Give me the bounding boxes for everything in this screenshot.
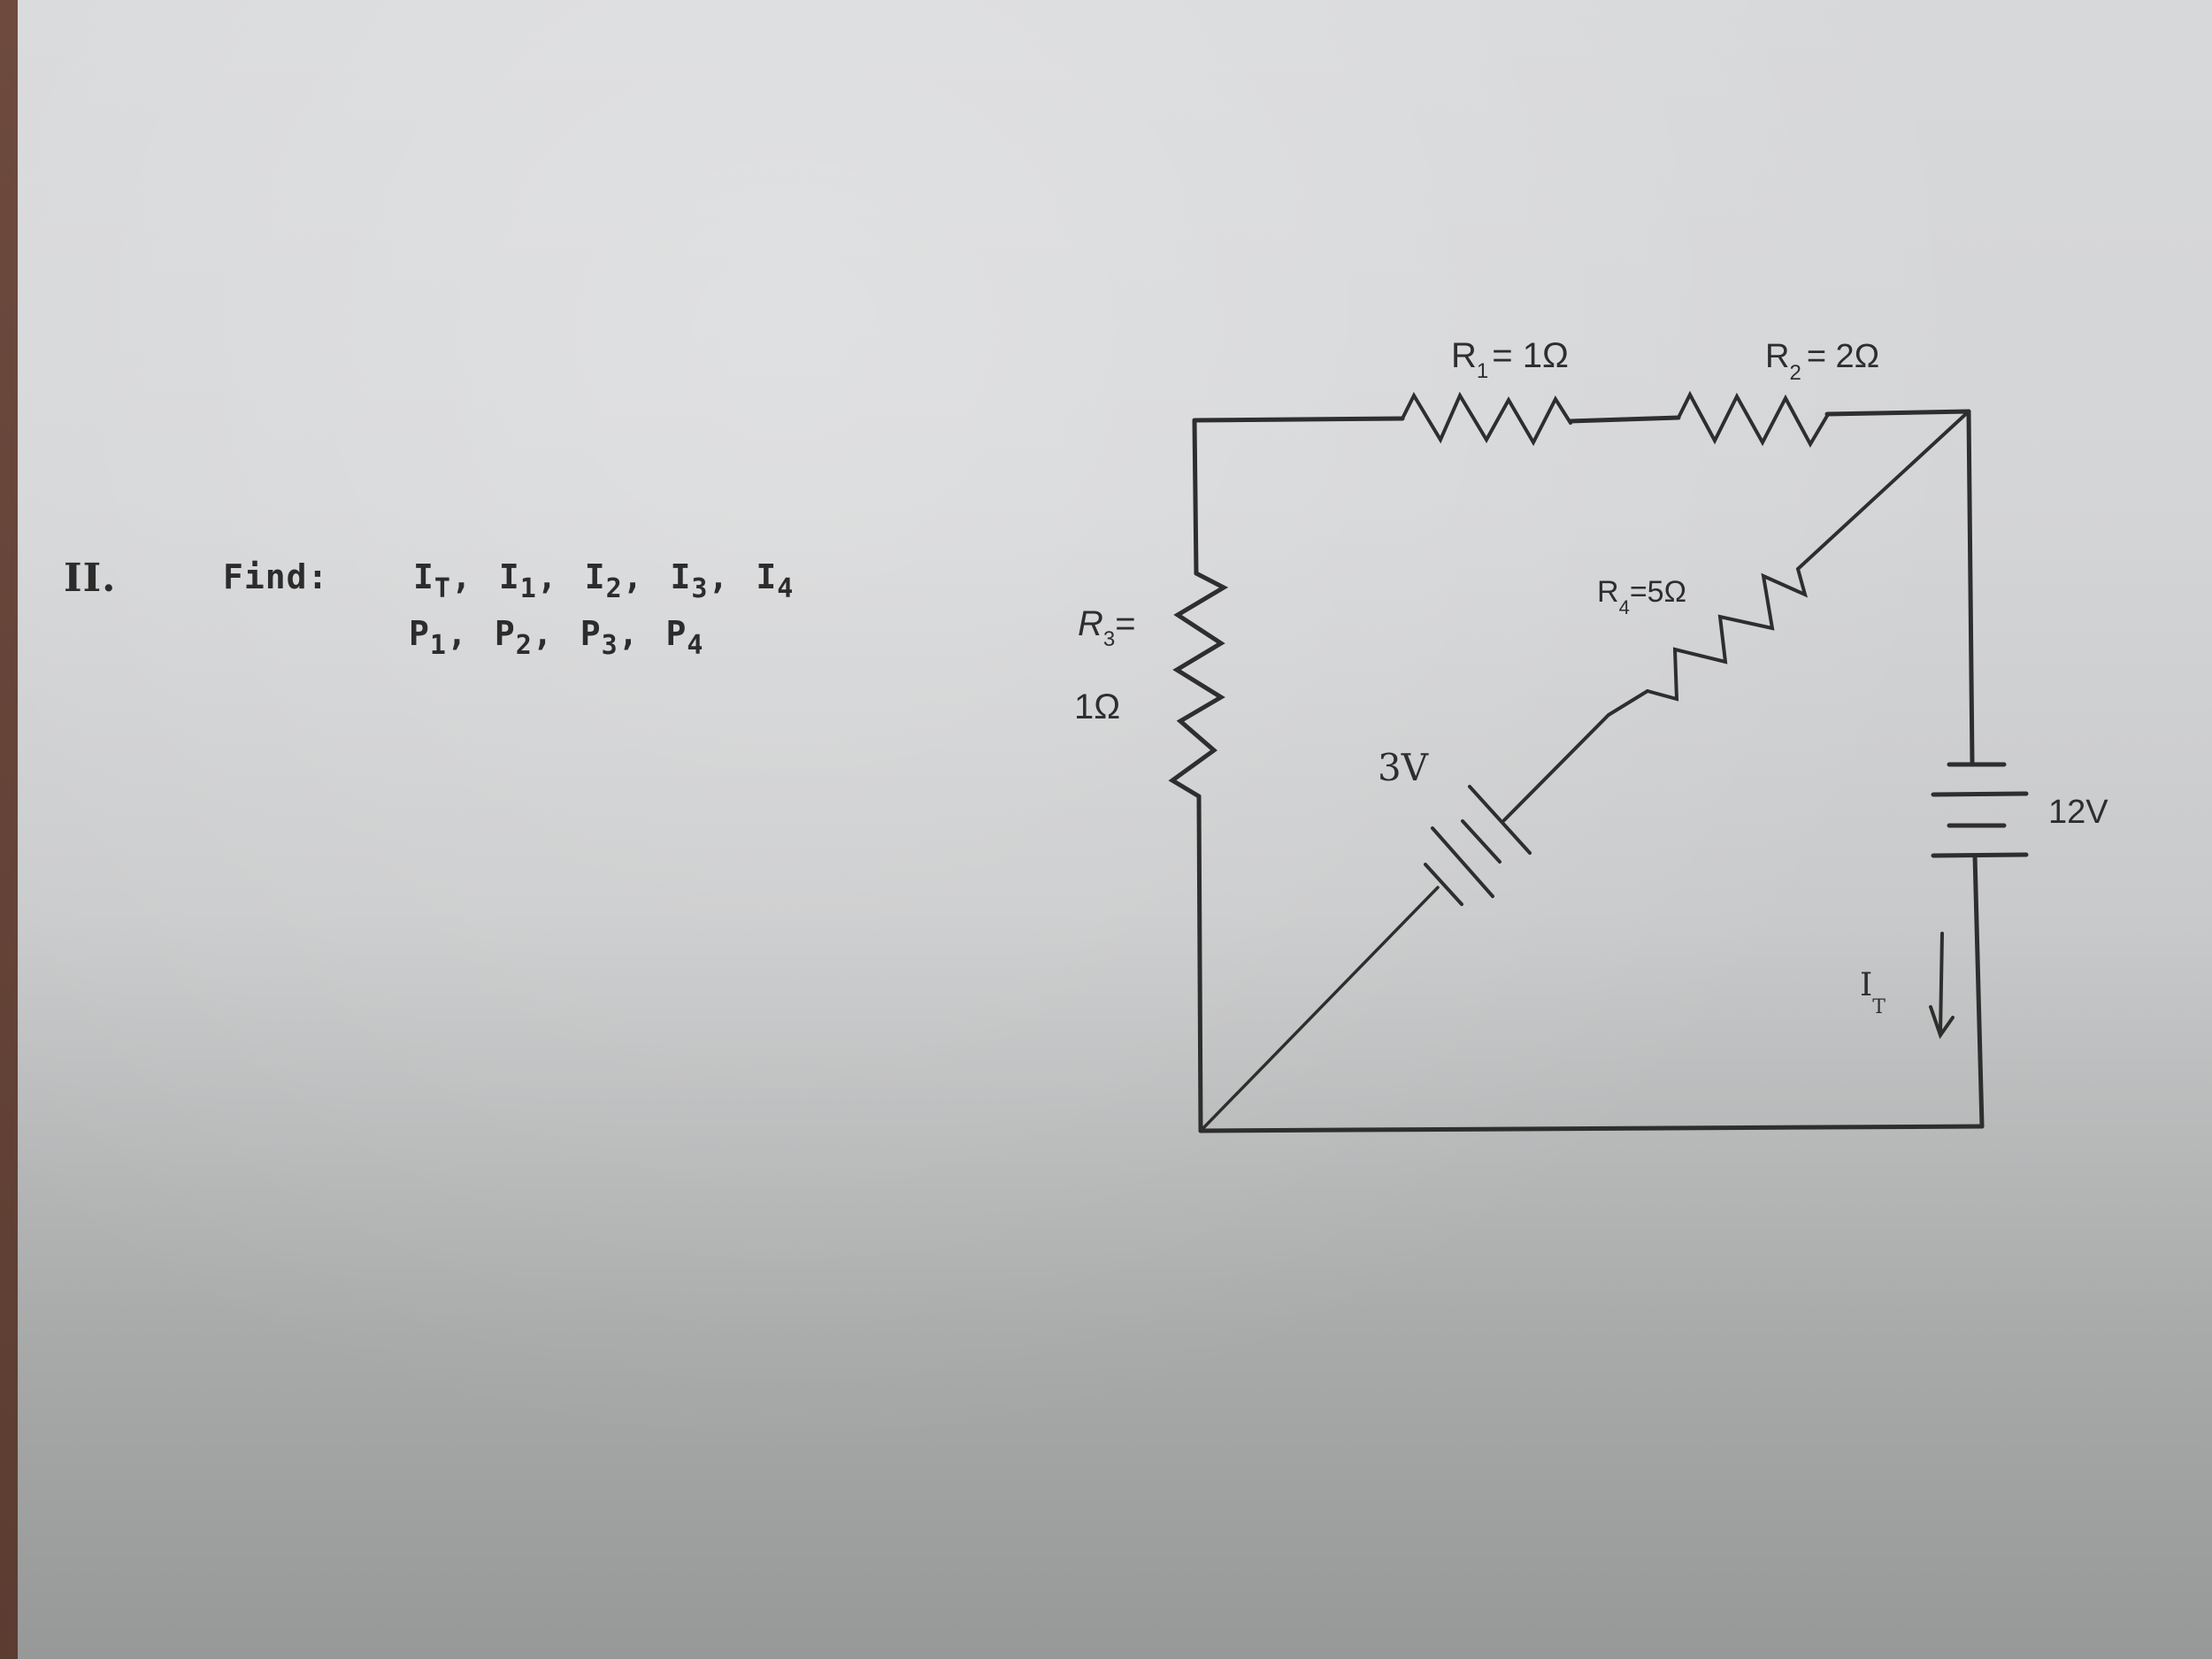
unknown-i1: I1,: [498, 557, 558, 604]
r3-label: R3=: [1078, 604, 1136, 651]
unknown-p3: P3,: [580, 614, 640, 661]
resistor-r1-zigzag: [1401, 391, 1572, 447]
battery-3v-plate-3: [1431, 826, 1494, 898]
left-wire-lower: [1196, 794, 1203, 1133]
battery-12v-plate-4: [1931, 852, 2029, 858]
unknown-p2: P2,: [494, 614, 554, 661]
battery-3v-plate-2: [1461, 819, 1502, 864]
battery-12v-label: 12V: [2048, 794, 2108, 831]
diagonal-wire-upper: [1796, 410, 1970, 571]
resistor-r4-zigzag: [1646, 567, 1809, 702]
find-label: Find:: [223, 557, 329, 596]
diagonal-wire-middle: [1502, 689, 1649, 822]
right-wire-lower: [1972, 853, 1985, 1129]
left-wire-upper: [1192, 418, 1199, 576]
current-arrow-shaft: [1939, 932, 1944, 1035]
unknown-i3: I3,: [670, 557, 730, 604]
unknown-i4: I4: [756, 557, 795, 604]
current-total-label: IT: [1860, 967, 1886, 1018]
unknown-i2: I2,: [584, 557, 644, 604]
resistor-r3-zigzag: [1168, 571, 1229, 799]
paper-sheet: [18, 0, 2212, 1659]
resistor-r2-zigzag: [1677, 390, 1829, 449]
problem-number: II.: [64, 556, 117, 601]
r2-label: R2= 2Ω: [1765, 338, 1879, 385]
bottom-wire: [1198, 1124, 1985, 1133]
top-wire-right: [1824, 409, 1971, 417]
unknowns-currents: IT, I1, I2, I3, I4: [413, 557, 820, 604]
battery-12v-plate-2: [1931, 791, 2029, 797]
r3-value: 1Ω: [1074, 687, 1120, 726]
desk-edge: [0, 0, 18, 1659]
r1-label: R1= 1Ω: [1451, 336, 1569, 383]
battery-3v-plate-4: [1424, 863, 1463, 906]
r4-label: R4=5Ω: [1597, 575, 1686, 618]
diagonal-wire-lower: [1199, 886, 1440, 1133]
right-wire-upper: [1966, 409, 1975, 765]
top-wire-middle: [1568, 415, 1681, 424]
top-wire-left: [1192, 416, 1405, 423]
battery-3v-plate-1: [1468, 785, 1532, 855]
unknown-p4: P4: [665, 614, 704, 661]
unknown-it: IT,: [413, 557, 472, 604]
arrow-down-icon: [1929, 1005, 1955, 1040]
unknown-p1: P1,: [409, 614, 468, 661]
unknowns-powers: P1, P2, P3, P4: [409, 614, 730, 661]
battery-3v-label: 3V: [1378, 746, 1429, 789]
